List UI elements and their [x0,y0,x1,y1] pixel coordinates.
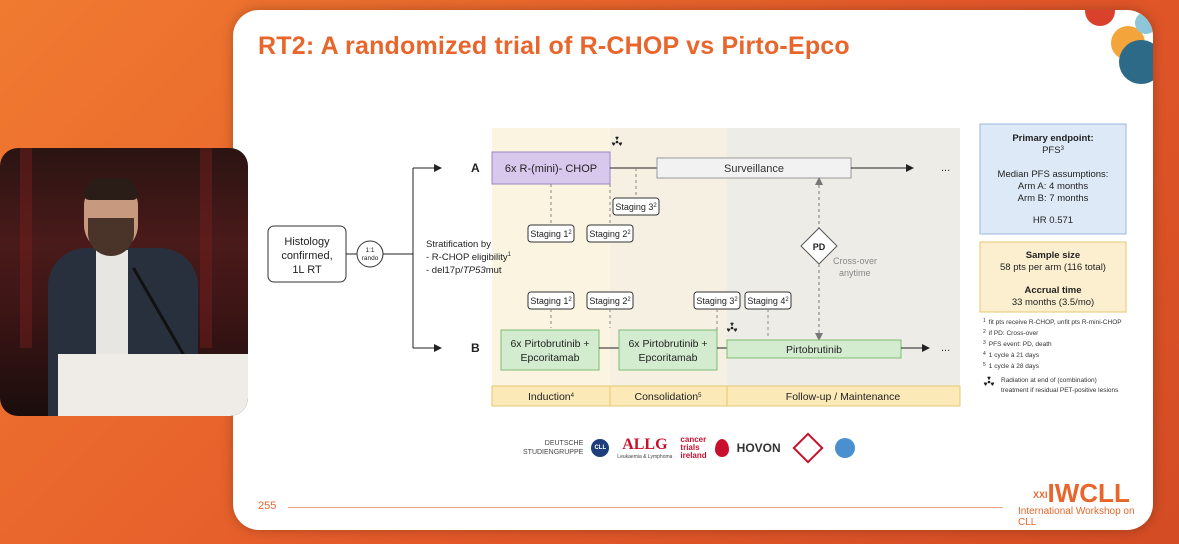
speaker-hair [84,178,138,200]
speaker-beard [88,218,134,256]
arm-b-consolidation-box [618,329,718,371]
iwcll-logo: XXIIWCLL [1033,478,1130,509]
arm-b-consolidation-label: 6x Pirtobrutinib + [628,338,707,350]
pirtobrutinib-label: Pirtobrutinib [786,344,842,356]
stratification-title: Stratification by [426,239,491,250]
allg-logo-subtext: Leukaemia & Lymphoma [617,454,673,460]
decorative-circle [1135,12,1153,34]
accrual-value: 33 months (3.5/mo) [1012,297,1094,308]
rando-circle [356,240,384,268]
speaker-video [0,148,248,416]
curtain-stripe [20,148,32,348]
histology-line: Histology [284,236,330,248]
hovon-drop-icon [714,439,729,457]
staging-label: Staging 32 [615,202,657,212]
primary-endpoint-value: PFS3 [1042,145,1064,156]
staging-badge [612,197,660,216]
accrual-title: Accrual time [1024,285,1081,296]
arm-b-induction-label: Epcoritamab [521,352,580,364]
staging-label: Staging 12 [530,296,572,306]
trial-design-diagram: Histology confirmed, 1L RT 1:1 rando Str… [267,123,1127,407]
gcllsg-badge: CLL [591,439,610,457]
stratification-item: - del17p/TP53mut [426,265,502,276]
arm-b-assumption: Arm B: 7 months [1018,193,1089,204]
staging-badge [527,224,575,243]
sample-size-title: Sample size [1026,250,1080,261]
phase-induction-label: Induction4 [528,391,575,403]
surveillance-label: Surveillance [724,163,784,175]
arm-b-induction-box [500,329,600,371]
gcllsg-logo: DEUTSCHE STUDIENGRUPPE [523,439,583,457]
allg-logo: ALLG Leukaemia & Lymphoma [617,436,672,460]
sample-size-value: 58 pts per arm (116 total) [1000,262,1106,273]
arm-a-treatment-label: 6x R-(mini)- CHOP [505,163,597,175]
staging-label: Staging 42 [747,296,789,306]
gcllsg-logo-text: STUDIENGRUPPE [523,449,584,456]
decorative-circle [1085,10,1115,26]
arm-a-label: A [471,161,480,175]
slide-number: 255 [258,500,277,512]
phase-consolidation-label: Consolidation5 [635,391,703,403]
pd-label: PD [813,242,826,252]
staging-label: Staging 22 [589,296,631,306]
radiation-icon [983,376,995,386]
staging-badge [586,224,634,243]
iwcll-logo-prefix: XXI [1033,490,1048,501]
footer-divider [288,507,1003,508]
phase-followup-label: Follow-up / Maintenance [786,391,901,403]
arm-b-consolidation-label: Epcoritamab [639,352,698,364]
stratification-item: - R-CHOP eligibility1 [426,252,512,263]
allg-logo-text: ALLG [622,436,668,453]
gcllsg-logo-text: DEUTSCHE [544,440,584,447]
crossover-label: Cross-over [833,256,877,266]
primary-endpoint-box [979,123,1127,235]
partner-globe-icon [834,438,855,458]
arm-b-label: B [471,341,480,355]
speaker-shirt [96,250,128,360]
histology-line: confirmed, [281,250,332,262]
presentation-slide: RT2: A randomized trial of R-CHOP vs Pir… [233,10,1153,530]
staging-label: Staging 12 [530,229,572,239]
arm-b-induction-label: 6x Pirtobrutinib + [510,338,589,350]
phase-followup [726,385,961,407]
podium [58,354,248,416]
partner-emblem-icon [792,432,824,464]
crossover-label: anytime [839,268,871,278]
histology-line: 1L RT [292,264,322,276]
cti-logo-text: trials [680,443,700,452]
radiation-note: treatment if residual PET-positive lesio… [1001,387,1119,394]
arm-a-treatment-box [491,151,611,185]
iwcll-logo-text: IWCLL [1047,478,1130,508]
arm-a-assumption: Arm A: 4 months [1018,181,1088,192]
median-pfs-title: Median PFS assumptions: [998,169,1109,180]
hazard-ratio: HR 0.571 [1033,215,1073,226]
rando-ratio: 1:1 [365,247,374,254]
sample-size-box [979,241,1127,313]
decorative-circle [1119,40,1153,84]
primary-endpoint-title: Primary endpoint: [1012,133,1093,144]
cti-logo-text: ireland [680,451,707,460]
rando-label: rando [362,255,379,262]
arm-a-ellipsis: ... [941,162,950,174]
staging-label: Staging 22 [589,229,631,239]
cti-logo-text: cancer [680,435,707,444]
pirtobrutinib-box [726,339,902,359]
radiation-note: Radiation at end of (combination) [1001,377,1097,384]
cancer-trials-ireland-logo: cancer trials ireland [680,436,706,460]
slide-title: RT2: A randomized trial of R-CHOP vs Pir… [258,32,850,60]
hovon-logo: HOVON [736,441,781,455]
arm-b-ellipsis: ... [941,342,950,354]
curtain-stripe [200,148,212,348]
staging-label: Staging 32 [696,296,738,306]
iwcll-subtitle: International Workshop on CLL [1018,506,1135,528]
partner-logos: DEUTSCHE STUDIENGRUPPE CLL ALLG Leukaemi… [523,432,855,464]
